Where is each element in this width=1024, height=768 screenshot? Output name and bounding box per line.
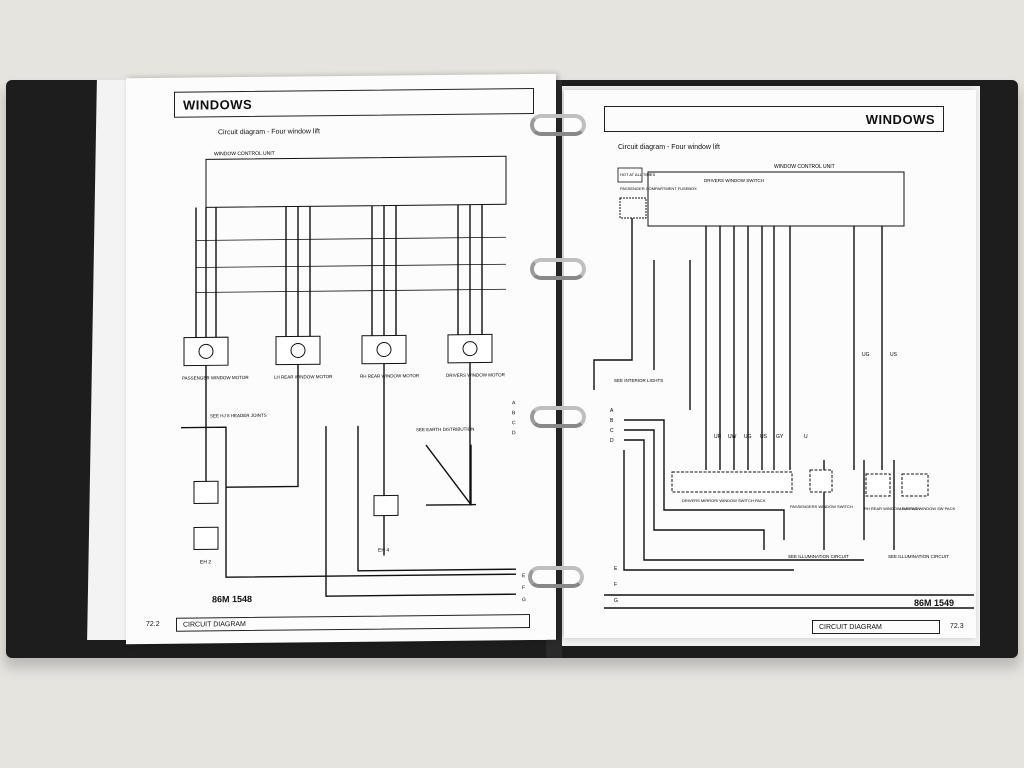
hot-label: HOT AT ALL TIMES [620,172,655,177]
right-ref-letter-b: B [610,418,614,424]
right-earth-letter-g: G [614,598,618,604]
right-figure-id: 86M 1549 [914,598,955,608]
motor-label-2: LH REAR WINDOW MOTOR [274,374,333,380]
wire-color-7: UG [862,352,870,358]
left-page-number: 72.2 [146,620,160,629]
right-earth-letter-f: F [614,582,617,588]
right-earth-letter-e: E [614,566,618,572]
note-earth: SEE EARTH DISTRIBUTION [416,427,474,433]
left-wire-group [195,204,483,338]
right-page-footer: CIRCUIT DIAGRAM [812,620,940,634]
right-page-number: 72.3 [950,623,964,630]
binder-ring-4 [528,566,584,588]
left-footer-label: CIRCUIT DIAGRAM [183,620,246,629]
binder-ring-1 [530,114,586,136]
wire-color-8: US [890,352,898,358]
right-manual-page[interactable]: WINDOWS Circuit diagram - Four window li… [564,90,976,638]
right-ref-letter-c: C [610,428,614,434]
right-footer-label: CIRCUIT DIAGRAM [819,623,882,631]
wire-color-5: GY [776,434,784,440]
fusebox-label: PASSENGER COMPARTMENT FUSEBOX [620,186,697,191]
wire-color-2: UW [728,434,737,440]
binder-ring-2 [530,258,586,280]
wire-color-4: US [760,434,768,440]
left-manual-page[interactable]: WINDOWS Circuit diagram - Four window li… [126,73,556,645]
right-page-header: WINDOWS [604,106,944,132]
right-ref-letter-a: A [610,408,614,414]
note-interior: SEE INTERIOR LIGHTS [614,378,663,383]
ref-letter-a: A [512,400,516,406]
left-figure-id: 86M 1548 [212,593,253,605]
eh-label-2: EH 4 [378,547,389,553]
right-ref-letter-d: D [610,438,614,444]
motor-label-3: RH REAR WINDOW MOTOR [360,373,420,379]
pack-label-4: LH REAR WINDOW SW PACK [900,506,956,511]
note-illum-2: SEE ILLUMINATION CIRCUIT [888,554,949,559]
ref-letter-c: C [512,420,516,426]
note-illum-1: SEE ILLUMINATION CIRCUIT [788,554,849,559]
pack-label-3: RH REAR WINDOW SW PACK [864,506,920,511]
right-unit-label: WINDOW CONTROL UNIT [774,164,835,170]
passenger-motor [183,336,229,367]
left-unit-label: WINDOW CONTROL UNIT [214,151,275,158]
wire-color-1: UR [714,434,722,440]
wire-color-6: U [804,434,808,440]
right-page-subtitle: Circuit diagram - Four window lift [618,144,720,151]
earth-letter-g: G [522,597,526,603]
right-circuit-diagram: WINDOW CONTROL UNIT DRIVERS WINDOW SWITC… [593,164,974,609]
left-circuit-diagram: WINDOW CONTROL UNIT PASSENGER WINDOW MOT… [181,151,526,603]
earth-letter-f: F [522,585,525,591]
eh-label-1: EH 2 [200,559,211,565]
note-hj8: SEE HJ 8 HEADER JOINTS [210,413,267,419]
pack-label-1: DRIVERS MIRROR/ WINDOW SWITCH PACK [682,498,766,503]
binder-ring-3 [530,406,586,428]
lh-rear-motor [275,335,321,366]
rh-rear-motor [361,334,407,365]
earth-letter-e: E [522,573,526,579]
ref-letter-b: B [512,410,516,416]
ref-letter-d: D [512,430,516,436]
right-page-title: WINDOWS [865,111,935,127]
motor-label-1: PASSENGER WINDOW MOTOR [182,375,249,381]
switch-label: DRIVERS WINDOW SWITCH [704,178,764,183]
wire-color-3: UG [744,434,752,440]
motor-label-4: DRIVERS WINDOW MOTOR [446,372,506,378]
drivers-motor [447,333,493,364]
pack-label-2: PASSENGERS WINDOW SWITCH [790,504,853,509]
